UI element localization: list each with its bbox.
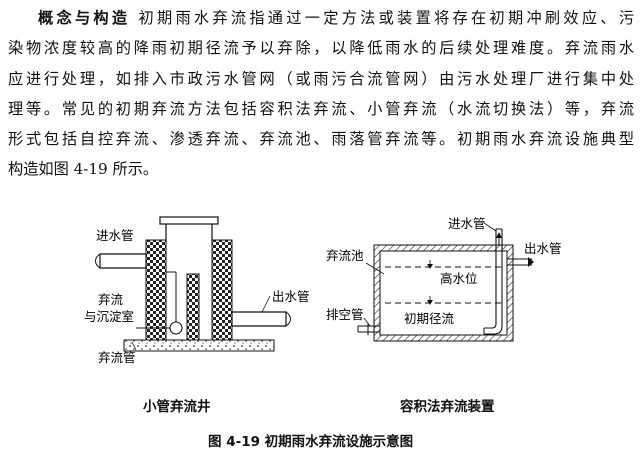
figure-drawing: 进水管 弃流 与沉淀室 出水管 弃流管 [84,216,562,365]
label-discard-pipe: 弃流管 [98,350,136,365]
label-tank: 弃流池 [326,248,364,263]
label-outlet-right: 出水管 [524,241,562,256]
label-high-water: 高水位 [440,271,478,286]
inlet-pipe-right [484,229,497,329]
label-inlet-left: 进水管 [96,228,134,243]
label-drain: 排空管 [326,307,364,322]
discard-pipe-opening [169,321,183,335]
outlet-pipe-left [231,311,287,327]
right-brick-wall [211,239,233,341]
label-chamber-line-1: 弃流 [98,292,124,307]
left-brick-wall [145,239,167,341]
figure-4-19: 进水管 弃流 与沉淀室 出水管 弃流管 [0,200,640,457]
label-inlet-right: 进水管 [448,216,486,231]
paragraph-line-3: 应进行处理，如排入市政污水管网（或雨污合流管网）由污水处理厂进行集中处 [8,69,634,88]
body-paragraph: 概念与构造 初期雨水弃流指通过一定方法或装置将存在初期冲刷效应、污 染物浓度较高… [8,3,634,185]
paragraph-line-1: 概念与构造 初期雨水弃流指通过一定方法或装置将存在初期冲刷效应、污 [8,3,634,33]
inlet-pipe-left [99,253,147,269]
label-runoff: 初期径流 [404,311,455,326]
caption-right: 容积法弃流装置 [400,399,495,415]
tank-interior [379,250,508,336]
label-chamber-line-2: 与沉淀室 [84,309,134,324]
base-slab [123,339,275,352]
paragraph-line-2: 染物浓度较高的降雨初期径流予以弃除，以降低雨水的后续处理难度。弃流雨水 [8,39,634,58]
paragraph-lead: 概念与构造 [38,9,131,27]
right-diagram [357,222,534,342]
figure-title: 图 4-19 初期雨水弃流设施示意图 [208,434,414,450]
paragraph-line-5: 形式包括自控弃流、渗透弃流、弃流池、雨落管弃流等。初期雨水弃流设施典型 [8,130,634,149]
caption-left: 小管弃流井 [143,399,211,415]
label-outlet-left: 出水管 [272,289,310,304]
paragraph-line-6: 构造如图 4-19 所示。 [8,160,159,179]
left-diagram [95,216,291,352]
partition-wall [186,273,200,341]
paragraph-line-4: 理等。常见的初期弃流方法包括容积法弃流、小管弃流（水流切换法）等，弃流 [8,99,634,118]
manhole-cover [159,216,219,225]
